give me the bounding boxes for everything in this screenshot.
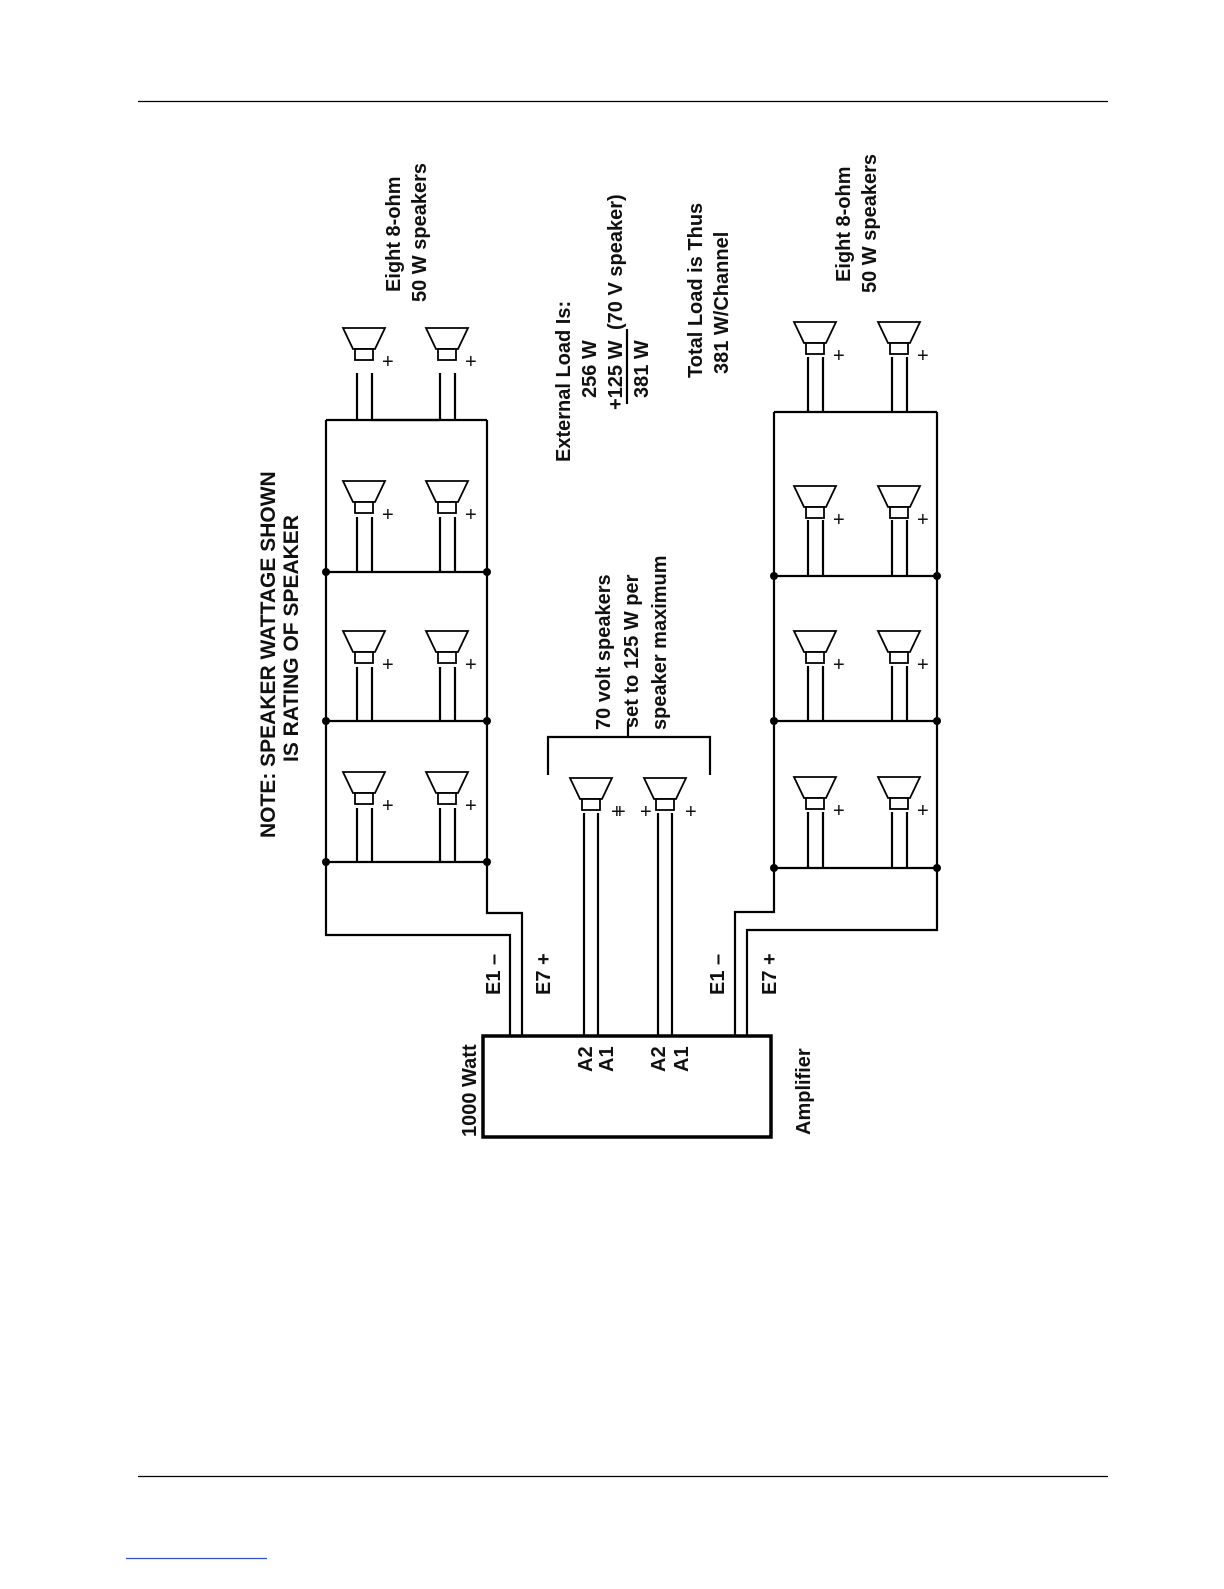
external-load-line-2-value: +125 W	[605, 340, 627, 410]
external-load-title: External Load Is:	[553, 301, 575, 462]
speaker-icon	[424, 480, 470, 514]
speaker-icon	[792, 485, 838, 519]
right-group-label-line-1: Eight 8-ohm	[833, 166, 855, 282]
polarity-plus-mark: +	[833, 800, 845, 822]
polarity-plus-mark: +	[917, 345, 929, 367]
polarity-plus-mark: +	[465, 654, 477, 676]
left-group-label-line-2: 50 W speakers	[409, 163, 431, 302]
polarity-plus-mark: +	[465, 795, 477, 817]
polarity-plus-mark: +	[614, 801, 626, 823]
external-load-line-2-note: (70 V speaker)	[605, 194, 627, 330]
polarity-plus-mark: +	[917, 509, 929, 531]
terminal-a2-first: A2	[575, 1046, 597, 1072]
polarity-plus-mark: +	[833, 654, 845, 676]
center-group-bracket	[546, 735, 712, 775]
total-load-line-1: Total Load is Thus	[685, 203, 707, 378]
polarity-plus-mark: +	[382, 504, 394, 526]
terminal-e1-left: E1 –	[483, 954, 505, 995]
speaker-icon	[876, 776, 922, 810]
external-load-line-1: 256 W	[579, 340, 601, 398]
right-group-label-line-2: 50 W speakers	[859, 154, 881, 293]
polarity-plus-mark: +	[382, 351, 394, 373]
amplifier-box	[481, 1034, 773, 1139]
terminal-a1-second: A1	[671, 1046, 693, 1072]
speaker-icon	[792, 776, 838, 810]
terminal-e7-right: E7 +	[759, 953, 781, 995]
speaker-symbols: ++++++++++++++++++++	[341, 321, 929, 823]
terminal-a1-first: A1	[596, 1046, 618, 1072]
speaker-icon	[876, 321, 922, 355]
terminal-e1-right: E1 –	[707, 954, 729, 995]
total-load-line-2: 381 W/Channel	[711, 232, 733, 374]
note-line-1: NOTE: SPEAKER WATTAGE SHOWN	[257, 471, 280, 838]
left-speaker-group-wiring	[322, 373, 524, 1036]
polarity-plus-mark: +	[611, 801, 623, 823]
polarity-plus-mark: +	[465, 504, 477, 526]
center-group-label-line-1: 70 volt speakers	[593, 574, 615, 730]
right-speaker-group-wiring	[733, 357, 941, 1036]
speaker-icon	[424, 327, 470, 361]
polarity-plus-mark: +	[640, 801, 652, 823]
polarity-plus-mark: +	[382, 654, 394, 676]
speaker-icon	[792, 321, 838, 355]
speaker-icon	[341, 771, 387, 805]
polarity-plus-mark: +	[382, 795, 394, 817]
speaker-icon	[642, 777, 688, 811]
polarity-plus-mark: +	[917, 800, 929, 822]
terminal-a2-second: A2	[648, 1046, 670, 1072]
speaker-icon	[341, 630, 387, 664]
polarity-plus-mark: +	[833, 345, 845, 367]
speaker-icon	[876, 630, 922, 664]
external-load-total: 381 W	[631, 340, 653, 398]
polarity-plus-mark: +	[917, 654, 929, 676]
speaker-icon	[424, 771, 470, 805]
speaker-icon	[341, 480, 387, 514]
amplifier-label-left: 1000 Watt	[459, 1044, 481, 1137]
speaker-icon	[341, 327, 387, 361]
center-speaker-wiring	[546, 722, 712, 1036]
speaker-icon	[424, 630, 470, 664]
polarity-plus-mark: +	[833, 509, 845, 531]
speaker-icon	[568, 777, 614, 811]
center-group-label-line-3: speaker maximum	[649, 555, 671, 730]
polarity-plus-mark: +	[465, 351, 477, 373]
speaker-icon	[792, 630, 838, 664]
center-group-label-line-2: set to 125 W per	[621, 574, 643, 728]
left-group-label-line-1: Eight 8-ohm	[383, 176, 405, 292]
speaker-icon	[876, 485, 922, 519]
note-line-2: IS RATING OF SPEAKER	[280, 515, 303, 762]
terminal-e7-left: E7 +	[533, 953, 555, 995]
amplifier-label-right: Amplifier	[793, 1048, 815, 1135]
polarity-plus-mark: +	[685, 801, 697, 823]
